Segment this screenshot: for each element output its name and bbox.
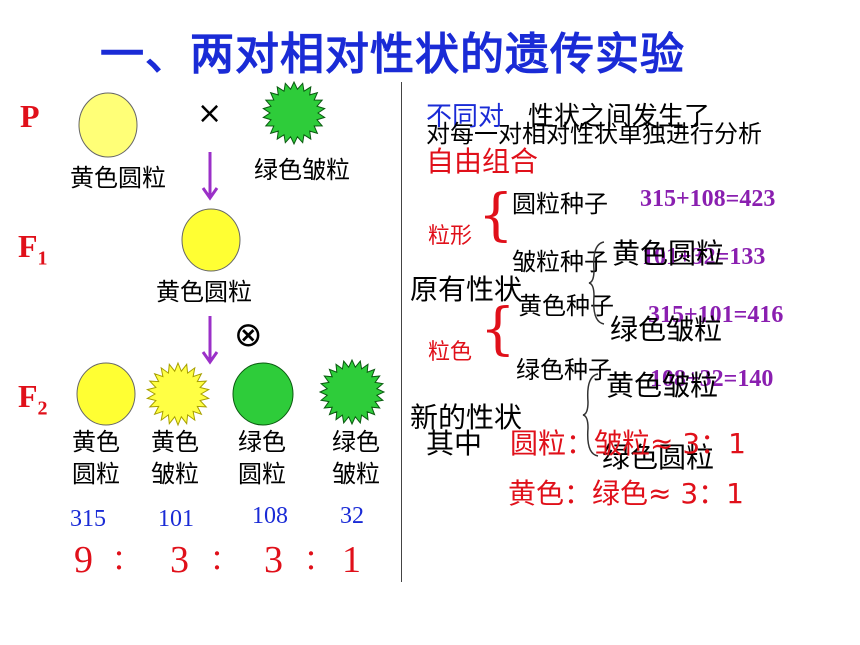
ratio-9: 9 (74, 539, 93, 581)
ratio-3a: 3 (170, 539, 189, 581)
f2-green-round-seed (232, 362, 294, 426)
generation-p-label: P (20, 98, 40, 134)
f2-count-2: 101 (158, 506, 194, 532)
arrow-f1-to-f2 (201, 316, 219, 365)
new-trait-1: 黄色皱粒 (606, 369, 719, 402)
original-traits-brace (588, 241, 605, 325)
different-pairs-text: 不同对 (426, 102, 505, 132)
free-combination-text: 自由组合 (426, 145, 539, 178)
seed-shape-label: 粒形 (428, 224, 473, 249)
color-brace: { (480, 297, 516, 362)
cross-symbol: × (197, 96, 223, 131)
green-seed-sum: 108+32=140 (650, 366, 774, 392)
f2-green-wrinkled-seed (318, 358, 386, 426)
f2-label-2: 黄色皱粒 (151, 428, 199, 488)
wrinkled-seed-label: 皱粒种子 (512, 248, 608, 276)
traits-between-text: 性状之间发生了 (528, 102, 711, 132)
f2-yellow-round-seed (76, 362, 136, 426)
arrow-p-to-f1 (201, 152, 219, 201)
f2-label-4: 绿色皱粒 (332, 428, 380, 488)
seed-color-label: 粒色 (428, 340, 473, 365)
f1-label: 黄色圆粒 (156, 278, 252, 306)
round-seed-label: 圆粒种子 (512, 190, 608, 218)
yellow-round-seed-p (78, 92, 138, 158)
ratio-1: 1 (342, 539, 361, 581)
among-text: 其中 (426, 427, 483, 460)
yellow-seed-label: 黄色种子 (518, 292, 614, 320)
ratio-colon-2: ： (210, 545, 239, 576)
ratio-3b: 3 (264, 539, 283, 581)
color-ratio-text: 黄色：绿色≈ 3：1 (508, 477, 744, 510)
ratio-colon-3: ： (304, 545, 333, 576)
original-trait-2: 绿色皱粒 (610, 313, 723, 346)
parent-2-label: 绿色皱粒 (254, 156, 350, 184)
new-traits-text: 新的性状 (410, 401, 523, 434)
f2-label-1: 黄色圆粒 (72, 428, 120, 488)
yellow-seed-sum: 315+101=416 (648, 302, 784, 328)
new-trait-2: 绿色圆粒 (602, 441, 715, 474)
f2-count-1: 315 (70, 506, 106, 532)
f2-label-3: 绿色圆粒 (238, 428, 286, 488)
new-traits-brace (582, 373, 599, 457)
f2-count-4: 32 (340, 503, 364, 529)
parent-1-label: 黄色圆粒 (70, 164, 166, 192)
self-cross-symbol: ⊗ (234, 315, 263, 355)
generation-f2-label: F2 (18, 378, 48, 420)
generation-f1-label: F1 (18, 228, 48, 270)
round-seed-sum: 315+108=423 (640, 186, 776, 212)
f2-count-3: 108 (252, 503, 288, 529)
page-title: 一、两对相对性状的遗传实验 (100, 29, 685, 80)
wrinkled-seed-sum: 101+32=133 (642, 244, 766, 270)
shape-ratio-text: 圆粒：皱粒≈ 3：1 (510, 427, 746, 460)
original-traits-text: 原有性状 (410, 273, 523, 306)
analysis-text: 对每一对相对性状单独进行分析 (426, 120, 762, 148)
original-trait-1: 黄色圆粒 (612, 237, 725, 270)
yellow-round-seed-f1 (181, 208, 241, 272)
green-seed-label: 绿色种子 (516, 356, 612, 384)
shape-brace: { (478, 183, 514, 248)
f2-yellow-wrinkled-seed (145, 361, 211, 427)
vertical-divider (401, 82, 402, 582)
green-wrinkled-seed-p (262, 80, 326, 146)
ratio-colon-1: ： (112, 545, 141, 576)
